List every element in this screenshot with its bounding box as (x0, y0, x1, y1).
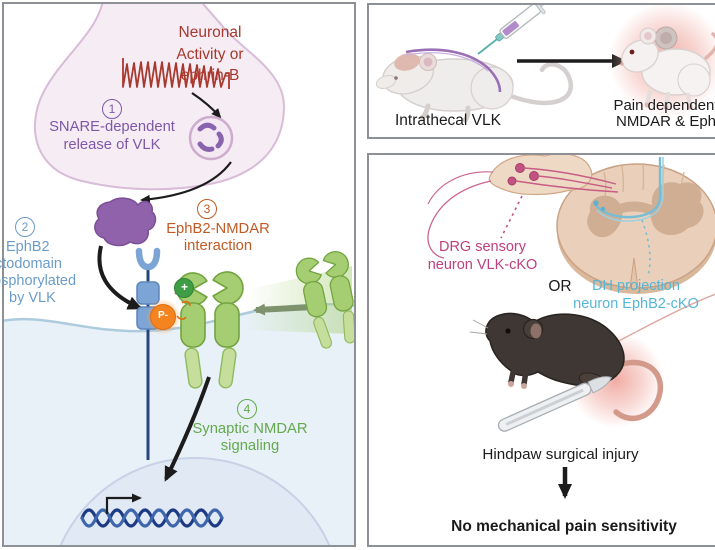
step1-badge: 1 (102, 99, 122, 119)
step1-label: SNARE-dependent release of VLK (49, 119, 175, 153)
scalpel-icon (497, 376, 613, 432)
activity-arrow-icon (191, 92, 222, 119)
drg-cko-label: DRG sensory neuron VLK-cKO (427, 239, 538, 273)
result-label: No mechanical pain sensitivity (451, 518, 677, 535)
phospho-site-icon (145, 290, 191, 335)
intrathecal-vlk-label: Intrathecal VLK (395, 112, 501, 129)
step2-label-line3: osphorylated (0, 273, 77, 289)
left-panel-art (4, 4, 354, 545)
step2-label-line1: EphB2 (6, 239, 50, 255)
pain-dependent-label: Pain dependent NMDAR & Eph (613, 97, 715, 130)
spike-train-icon (122, 58, 230, 89)
phosphorylation-arrow-icon (97, 245, 143, 310)
step4-label: Synaptic NMDAR signaling (192, 421, 308, 454)
bottom-right-panel-art (427, 155, 715, 499)
dh-callout-line (641, 219, 651, 277)
neuronal-activity-label: Neuronal Activity or ephrin-B (176, 24, 244, 84)
or-label: OR (548, 278, 572, 295)
plus-badge-label: + (180, 280, 188, 294)
vlk-enzyme-icon (94, 197, 157, 247)
syringe-icon (477, 5, 558, 55)
release-arrow-icon (140, 161, 232, 204)
top-right-panel-art (375, 5, 715, 123)
step4-badge: 4 (237, 399, 257, 419)
phospho-badge-label: P- (158, 310, 168, 321)
recruitment-glow (246, 266, 352, 334)
plus-charge-icon (174, 278, 194, 298)
step2-label-line2: ctodomain (0, 256, 62, 272)
step2-label-line4: by VLK (9, 290, 56, 306)
injected-mouse-icon (375, 48, 573, 123)
pain-mouse-icon (620, 26, 715, 110)
drg-callout-line (500, 195, 523, 239)
drg-icon (427, 155, 619, 259)
dh-projection-fiber-icon (593, 157, 664, 222)
step3-badge: 3 (197, 199, 217, 219)
vesicle-icon (188, 115, 234, 161)
step3-label: EphB2-NMDAR interaction (166, 221, 270, 254)
injury-label: Hindpaw surgical injury (482, 446, 639, 463)
transcription-arrow-icon (105, 493, 142, 514)
recruitment-arrow-icon (253, 303, 315, 316)
step2-badge: 2 (15, 217, 35, 237)
signaling-arrow-icon (164, 376, 211, 482)
dh-cko-label: DH projection neuron EphB2-cKO (573, 278, 699, 312)
